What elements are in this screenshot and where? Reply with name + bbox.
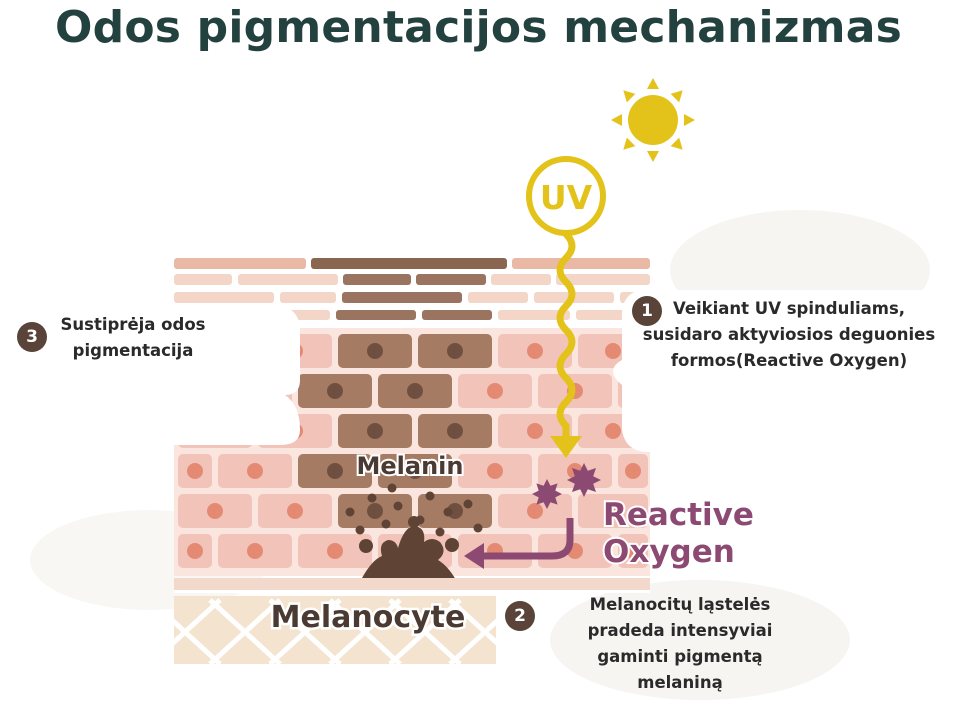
melanin-granule bbox=[355, 525, 365, 535]
corneum-brick bbox=[468, 292, 528, 303]
pigmented-nucleus bbox=[367, 343, 383, 359]
corneum-brick bbox=[343, 274, 411, 285]
pigmented-nucleus bbox=[367, 423, 383, 439]
pigmented-nucleus bbox=[447, 423, 463, 439]
cell-nucleus bbox=[327, 543, 343, 559]
step-2-line: melaniną bbox=[637, 673, 723, 692]
melanin-granule bbox=[367, 493, 377, 503]
cell-nucleus bbox=[527, 343, 543, 359]
melanin-granule bbox=[387, 483, 397, 493]
step-2-text: Melanocitų ląstelės pradeda intensyviai … bbox=[560, 592, 800, 696]
corneum-brick bbox=[238, 274, 338, 285]
corneum-brick bbox=[336, 310, 416, 320]
cell-nucleus bbox=[247, 463, 263, 479]
left-callout-cutout bbox=[0, 305, 300, 445]
cell-nucleus bbox=[487, 463, 503, 479]
cell-nucleus bbox=[625, 543, 641, 559]
melanin-granule bbox=[443, 507, 453, 517]
melanin-granule bbox=[345, 507, 355, 517]
melanocyte-label: Melanocyte bbox=[271, 600, 466, 635]
step-1-badge: 1 bbox=[632, 296, 662, 326]
melanocyte-cell bbox=[359, 516, 459, 580]
stratum-corneum bbox=[174, 258, 650, 320]
step-3-line: Sustiprėja odos bbox=[60, 315, 206, 334]
reactive-label-line2: Oxygen bbox=[603, 534, 735, 570]
feedback-arrow bbox=[464, 518, 574, 569]
cell-nucleus bbox=[605, 423, 621, 439]
corneum-brick bbox=[498, 310, 570, 320]
corneum-brick bbox=[311, 258, 507, 269]
sun-ray bbox=[623, 137, 636, 150]
cell-nucleus bbox=[187, 543, 203, 559]
sun-ray bbox=[647, 151, 659, 162]
corneum-brick bbox=[416, 274, 486, 285]
step-1-line: Veikiant UV spinduliams, bbox=[672, 299, 906, 318]
reactive-label-line1: Reactive bbox=[603, 497, 754, 533]
corneum-brick bbox=[174, 258, 306, 269]
page-title: Odos pigmentacijos mechanizmas bbox=[55, 2, 902, 53]
melanin-granule bbox=[473, 523, 483, 533]
step-2-line: Melanocitų ląstelės bbox=[589, 595, 771, 614]
sun-ray bbox=[684, 114, 695, 126]
step-1-line: formos(Reactive Oxygen) bbox=[670, 351, 908, 370]
step-1-text: Veikiant UV spinduliams, susidaro aktyvi… bbox=[630, 296, 948, 374]
melanin-granule bbox=[435, 527, 445, 537]
pigmented-nucleus bbox=[367, 503, 383, 519]
melanin-granule bbox=[463, 499, 473, 509]
basement-membrane bbox=[174, 578, 650, 592]
corneum-brick bbox=[491, 274, 551, 285]
melanin-granule bbox=[425, 491, 435, 501]
sun-icon bbox=[611, 78, 695, 162]
cell-nucleus bbox=[605, 343, 621, 359]
uv-label: UV bbox=[540, 178, 593, 217]
sun-ray bbox=[670, 90, 683, 103]
cell-nucleus bbox=[207, 503, 223, 519]
pigmented-nucleus bbox=[447, 343, 463, 359]
step-3-line: pigmentacija bbox=[72, 341, 194, 360]
cell-nucleus bbox=[187, 463, 203, 479]
dermis-lattice bbox=[174, 596, 496, 664]
sun-ray bbox=[670, 137, 683, 150]
cell-nucleus bbox=[527, 503, 543, 519]
melanin-granule bbox=[381, 519, 391, 529]
cell-nucleus bbox=[487, 383, 503, 399]
step-1-line: susidaro aktyviosios deguonies bbox=[642, 325, 936, 344]
step-3-badge: 3 bbox=[17, 322, 47, 352]
corneum-brick bbox=[556, 274, 650, 285]
melanin-label: Melanin bbox=[357, 452, 464, 480]
pigmented-nucleus bbox=[407, 463, 423, 479]
cell-nucleus bbox=[605, 503, 621, 519]
corneum-brick bbox=[512, 258, 650, 269]
cell-nucleus bbox=[625, 463, 641, 479]
step-3-text: Sustiprėja odos pigmentacija bbox=[48, 312, 218, 364]
melanin-granule bbox=[393, 501, 403, 511]
sun-ray bbox=[623, 90, 636, 103]
cell-nucleus bbox=[527, 423, 543, 439]
cell-nucleus bbox=[287, 503, 303, 519]
pigmented-nucleus bbox=[407, 383, 423, 399]
step-2-line: pradeda intensyviai bbox=[587, 621, 773, 640]
uv-ray: UV bbox=[526, 156, 606, 458]
pigmented-nucleus bbox=[327, 463, 343, 479]
corneum-brick bbox=[174, 292, 274, 303]
cell-nucleus bbox=[247, 543, 263, 559]
melanin-granules bbox=[345, 483, 483, 545]
right-callout-cutout bbox=[613, 290, 957, 452]
corneum-brick bbox=[342, 292, 462, 303]
corneum-brick bbox=[174, 274, 232, 285]
sun-ray bbox=[647, 78, 659, 89]
reactive-oxygen-icon bbox=[532, 463, 601, 509]
corneum-brick bbox=[422, 310, 492, 320]
step-2-badge: 2 bbox=[505, 601, 535, 631]
step-2-line: gaminti pigmentą bbox=[597, 647, 763, 666]
sun-ray bbox=[611, 114, 622, 126]
pigmented-nucleus bbox=[327, 383, 343, 399]
corneum-brick bbox=[280, 292, 336, 303]
